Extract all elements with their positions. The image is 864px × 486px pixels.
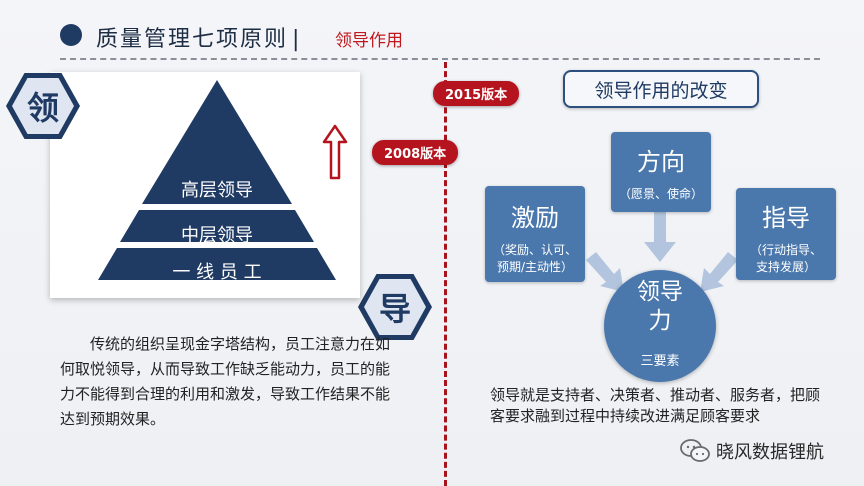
- page-subtitle: 领导作用: [335, 31, 403, 51]
- arrow-diagonal-right-icon: [586, 252, 624, 292]
- guide-note-line2: 支持发展）: [755, 260, 816, 274]
- pyramid-bottom-tier: [98, 248, 336, 280]
- direction-box: 方向 （愿景、使命）: [611, 132, 711, 212]
- core-title-line2: 力: [648, 308, 672, 334]
- guide-box: 指导 （行动指导、 支持发展）: [736, 188, 836, 280]
- pyramid-top-label: 高层领导: [181, 180, 253, 201]
- direction-title: 方向: [637, 148, 685, 176]
- hexagon-badge-dao: 导: [358, 274, 432, 340]
- watermark: 晓风数据锂航: [680, 437, 824, 465]
- core-title: 领导 力: [604, 278, 716, 336]
- guide-title: 指导: [762, 204, 810, 232]
- hexagon-char-ling: 领: [12, 78, 74, 134]
- motivate-note-line2: 预期/主动性）: [496, 260, 574, 274]
- pyramid-diagram: [98, 80, 336, 280]
- version-2015-badge: 2015版本: [433, 81, 520, 106]
- wechat-icon: [680, 439, 710, 462]
- direction-note: （愿景、使命）: [618, 187, 703, 201]
- hexagon-badge-ling: 领: [6, 73, 80, 139]
- leadership-core-circle: 领导 力 三要素: [604, 270, 716, 382]
- core-title-line1: 领导: [637, 279, 683, 305]
- version-2008-badge: 2008版本: [372, 140, 459, 165]
- hexagon-char-dao: 导: [364, 279, 426, 335]
- title-separator: |: [292, 27, 302, 52]
- motivate-box: 激励 （奖励、认可、 预期/主动性）: [485, 186, 585, 282]
- right-description: 领导就是支持者、决策者、推动者、服务者，把顾客要求融到过程中持续改进满足顾客要求: [490, 386, 821, 425]
- pyramid-top-tier: [142, 80, 292, 204]
- pyramid-middle-label: 中层领导: [181, 225, 253, 246]
- watermark-text: 晓风数据锂航: [716, 442, 824, 463]
- up-arrow-icon: [322, 124, 348, 180]
- timeline-divider: [444, 62, 447, 486]
- header-divider: [60, 58, 820, 60]
- left-description: 传统的组织呈现金字塔结构，员工注意力在如何取悦领导，从而导致工作缺乏能动力，员工…: [60, 335, 391, 428]
- change-title: 领导作用的改变: [594, 79, 728, 102]
- core-subtitle: 三要素: [640, 354, 680, 369]
- page-title-text: 质量管理七项原则: [96, 27, 289, 52]
- motivate-title: 激励: [511, 204, 559, 232]
- title-bullet-icon: [60, 24, 82, 46]
- pyramid-bottom-label: 一 线 员 工: [172, 262, 262, 283]
- arrow-diagonal-left-icon: [700, 252, 738, 292]
- page-title: 质量管理七项原则|: [96, 21, 301, 53]
- motivate-note-line1: （奖励、认可、: [492, 243, 577, 257]
- guide-note-line1: （行动指导、: [749, 243, 822, 257]
- change-title-box: 领导作用的改变: [563, 70, 759, 108]
- converging-arrows: [586, 212, 738, 292]
- pyramid-middle-tier: [120, 210, 314, 242]
- arrow-down-icon: [644, 212, 676, 262]
